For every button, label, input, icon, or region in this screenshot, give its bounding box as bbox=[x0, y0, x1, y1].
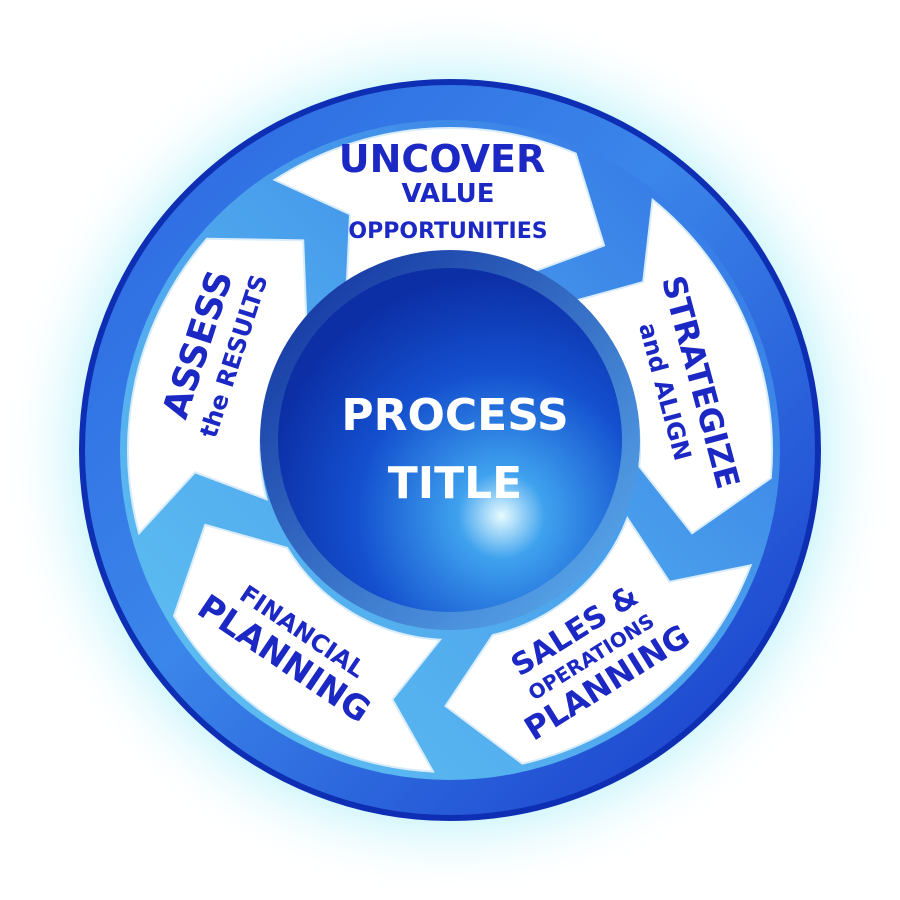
arrow-financial[interactable] bbox=[172, 523, 443, 773]
center-button[interactable] bbox=[278, 268, 622, 612]
arrow-assess[interactable] bbox=[127, 237, 308, 536]
outer-ring-edge bbox=[79, 79, 821, 821]
step-uncover-line-1: UNCOVER bbox=[339, 137, 545, 181]
step-uncover-line-2: VALUE bbox=[402, 179, 495, 209]
step-arrows bbox=[127, 126, 774, 773]
step-uncover[interactable]: UNCOVER VALUE OPPORTUNITIES bbox=[339, 137, 548, 244]
center-title-line-2: TITLE bbox=[388, 458, 523, 509]
step-uncover-line-3: OPPORTUNITIES bbox=[348, 219, 547, 244]
center-title-line-1: PROCESS bbox=[341, 390, 568, 441]
arrow-sales[interactable] bbox=[444, 515, 753, 765]
